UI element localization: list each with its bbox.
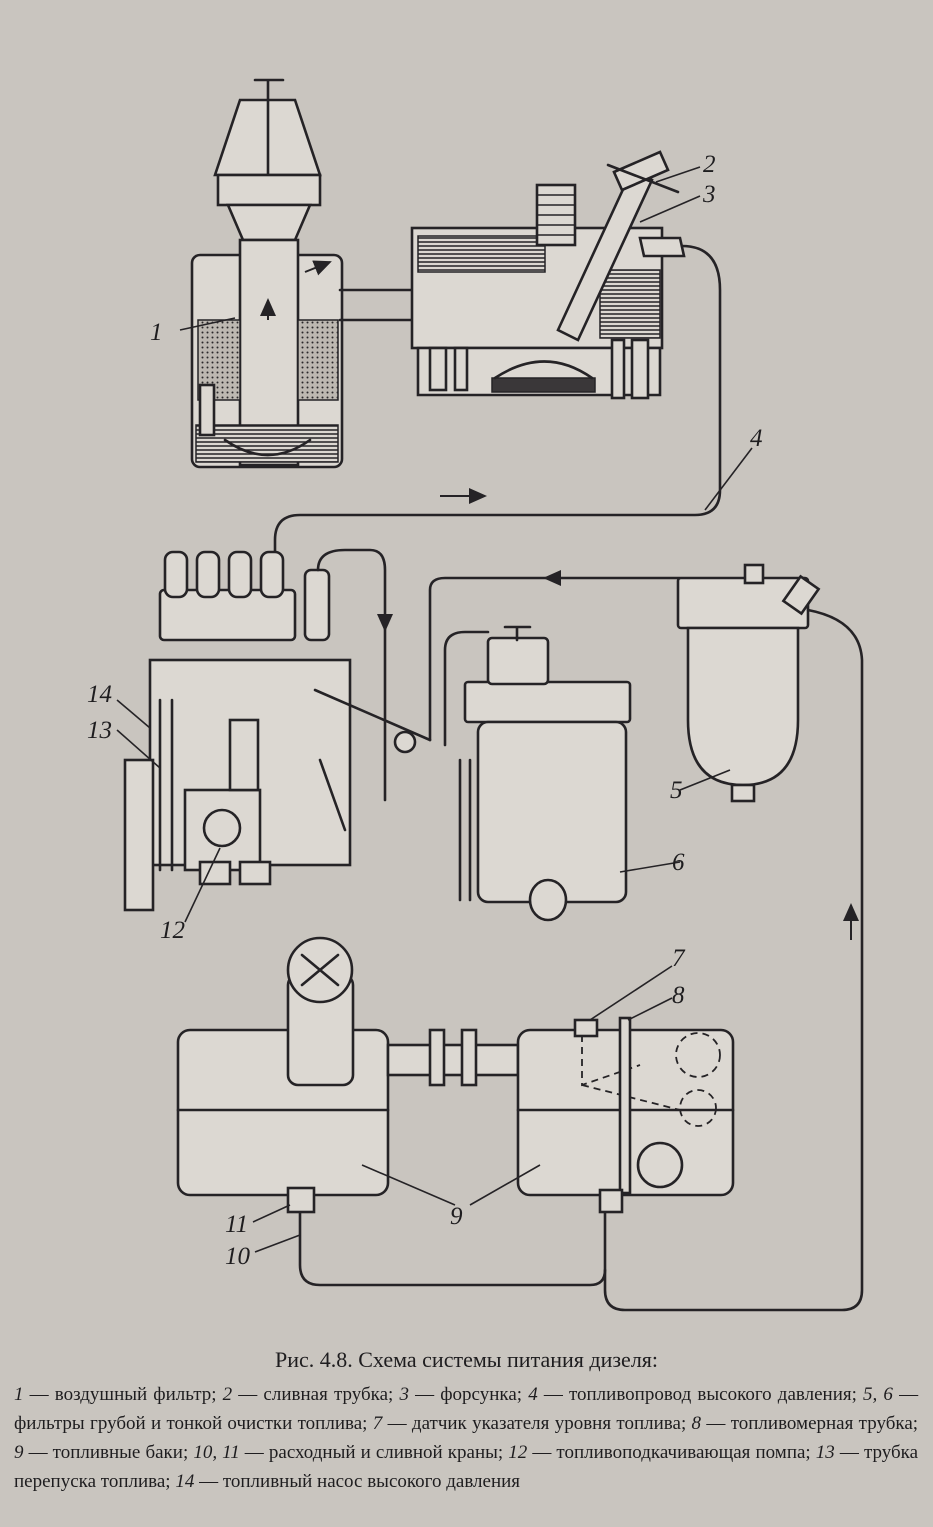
figure-caption: Рис. 4.8. Схема системы питания дизеля: [274, 1347, 659, 1372]
fuel-tank-right [516, 1016, 735, 1214]
legend-text-4: топливопровод высокого давления [568, 1384, 852, 1405]
legend-num-4: 4 [528, 1384, 538, 1405]
coarse-fuel-filter [676, 563, 821, 803]
fuel-line-fine-filter [443, 630, 490, 902]
legend-num-9: 9 [14, 1442, 24, 1463]
legend-text-5-6: фильтры грубой и тонкой очистки топлива [14, 1413, 363, 1434]
label-leaders [116, 166, 753, 1253]
legend-text-9: топливные баки [52, 1442, 183, 1463]
label-9: 9 [450, 1203, 463, 1230]
legend-num-7: 7 [372, 1413, 383, 1434]
legend-num-1: 1 [14, 1384, 24, 1405]
flow-arrows [260, 260, 859, 940]
label-10: 10 [225, 1243, 251, 1270]
legend-text-2: сливная трубка [263, 1384, 389, 1405]
label-2: 2 [703, 151, 716, 178]
label-7: 7 [672, 945, 686, 972]
legend-text-13: трубка перепуска топлива [14, 1442, 919, 1492]
label-14: 14 [87, 681, 112, 708]
fuel-tank-left [176, 936, 390, 1214]
fuel-return-line [603, 608, 864, 1312]
label-4: 4 [750, 425, 763, 452]
legend-num-12: 12 [508, 1442, 528, 1463]
label-12: 12 [160, 917, 185, 944]
legend-num-5-6: 5, 6 [863, 1384, 893, 1405]
legend-num-10-11: 10, 11 [193, 1442, 240, 1463]
injector [556, 150, 686, 342]
legend-text-8: топливомерная трубка [730, 1413, 913, 1434]
label-8: 8 [672, 982, 685, 1009]
fuel-line-pump-to-filters [316, 548, 682, 802]
legend-text-1: воздушный фильтр [54, 1384, 212, 1405]
legend-num-8: 8 [691, 1413, 702, 1434]
label-3: 3 [702, 181, 716, 208]
air-filter [190, 78, 344, 469]
legend-text-10-11: расходный и сливной краны [268, 1442, 498, 1463]
intake-pipe [338, 288, 422, 322]
fine-fuel-filter [463, 625, 632, 922]
fuel-system-diagram: 1 2 3 4 5 6 7 8 9 10 11 12 13 14 [87, 78, 864, 1312]
label-13: 13 [87, 717, 112, 744]
fuel-supply-line [298, 1193, 607, 1287]
legend-text-12: топливоподкачивающая помпа [556, 1442, 806, 1463]
label-11: 11 [225, 1211, 248, 1238]
high-pressure-fuel-line [273, 244, 722, 622]
tank-connector [386, 1028, 520, 1087]
legend-text-14: топливный насос высокого давления [222, 1471, 521, 1492]
legend-num-13: 13 [815, 1442, 835, 1463]
legend-num-2: 2 [222, 1384, 233, 1405]
label-6: 6 [672, 849, 685, 876]
high-pressure-pump [123, 550, 432, 912]
figure-legend: 1 — воздушный фильтр; 2 — сливная трубка… [14, 1384, 919, 1492]
legend-text-3: форсунка [440, 1384, 517, 1405]
legend-num-14: 14 [175, 1471, 195, 1492]
label-5: 5 [670, 777, 683, 804]
legend-text-7: датчик указателя уровня топлива [411, 1413, 681, 1434]
legend-num-3: 3 [399, 1384, 409, 1405]
label-1: 1 [150, 319, 163, 346]
